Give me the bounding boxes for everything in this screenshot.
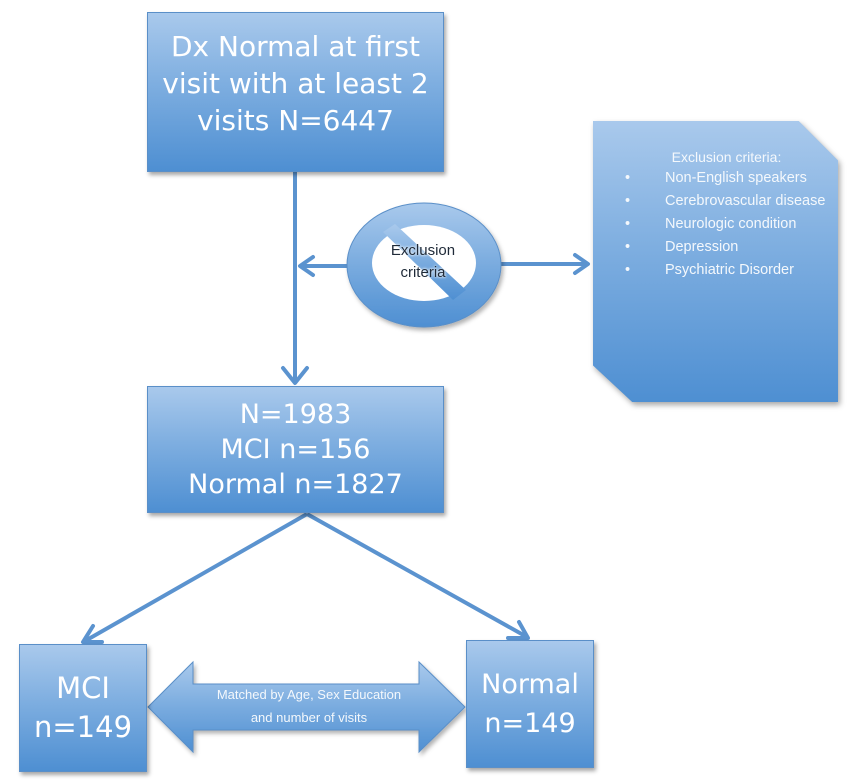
matching-arrow-line: and number of visits (250, 710, 368, 725)
exclusion-criteria-shape (593, 121, 838, 402)
bullet-icon: • (625, 239, 631, 255)
exclusion-criteria-text: Cerebrovascular disease (665, 193, 826, 209)
exclusion-symbol-line: criteria (400, 264, 446, 281)
initial-cohort-line: visit with at least 2 (162, 67, 429, 100)
arrow-top-to-middle (281, 172, 309, 385)
exclusion-criteria-box: Exclusion criteria: • Non-English speake… (593, 121, 838, 402)
exclusion-criteria-item: • Neurologic condition (593, 213, 838, 236)
exclusion-criteria-item: • Non-English speakers (593, 167, 838, 190)
normal-group-line: n=149 (484, 708, 576, 739)
initial-cohort-line: Dx Normal at first (171, 30, 420, 63)
exclusion-criteria-item: • Depression (593, 236, 838, 259)
mci-group-line: MCI (56, 671, 110, 705)
arrow-exclusion-left (298, 255, 350, 277)
normal-group-line: Normal (481, 669, 579, 700)
initial-cohort-box: Dx Normal at first visit with at least 2… (147, 12, 444, 172)
exclusion-criteria-text: Non-English speakers (665, 170, 807, 186)
normal-group-box: Normal n=149 (466, 640, 594, 768)
initial-cohort-line: visits N=6447 (197, 104, 394, 137)
exclusion-symbol-line: Exclusion (390, 242, 456, 259)
exclusion-symbol-label: Exclusion criteria (368, 240, 478, 284)
bullet-icon: • (625, 262, 631, 278)
eligible-cohort-line: MCI n=156 (220, 434, 371, 465)
arrow-middle-to-normal (306, 512, 530, 640)
matching-double-arrow (147, 660, 466, 754)
exclusion-criteria-text: Depression (665, 239, 739, 255)
arrow-exclusion-right (498, 253, 590, 275)
eligible-cohort-box: N=1983 MCI n=156 Normal n=1827 (147, 386, 444, 513)
exclusion-criteria-title: Exclusion criteria: (671, 149, 782, 165)
exclusion-criteria-item: • Psychiatric Disorder (593, 259, 838, 282)
bullet-icon: • (625, 193, 631, 209)
mci-group-box: MCI n=149 (19, 644, 147, 772)
mci-group-line: n=149 (33, 710, 133, 744)
bullet-icon: • (625, 170, 631, 186)
arrow-middle-to-mci (81, 512, 308, 644)
exclusion-criteria-item: • Cerebrovascular disease (593, 190, 838, 213)
matching-arrow-label: Matched by Age, Sex Education and number… (180, 683, 438, 729)
matching-arrow-line: Matched by Age, Sex Education (216, 687, 402, 702)
exclusion-criteria-text: Neurologic condition (665, 216, 797, 232)
exclusion-criteria-content: Exclusion criteria: • Non-English speake… (593, 147, 838, 282)
eligible-cohort-line: Normal n=1827 (188, 469, 403, 500)
exclusion-criteria-text: Psychiatric Disorder (665, 262, 794, 278)
bullet-icon: • (625, 216, 631, 232)
prohibition-sign-icon (346, 202, 502, 328)
eligible-cohort-line: N=1983 (239, 399, 352, 430)
